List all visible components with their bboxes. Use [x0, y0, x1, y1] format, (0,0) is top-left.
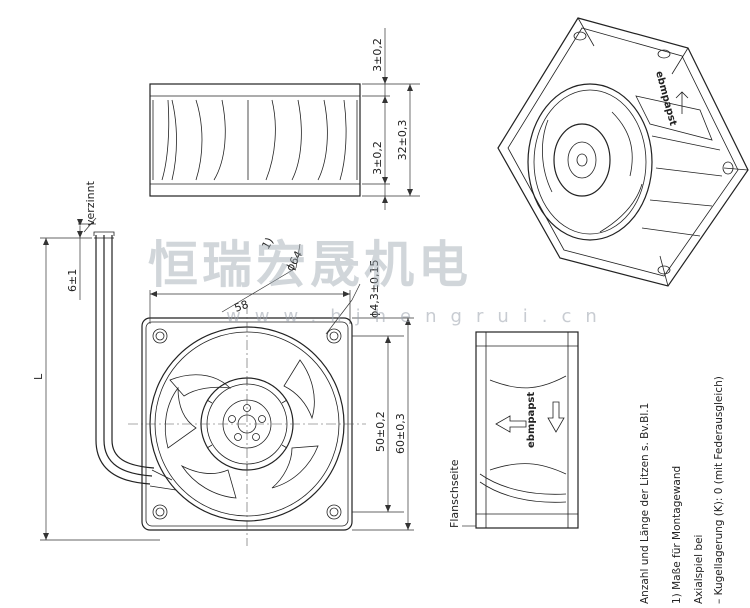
dim-60: 60±0,3 [394, 413, 407, 454]
note-2: 1) Maße für Montagewand [671, 466, 683, 604]
dim-32: 32±0,3 [396, 120, 409, 161]
note-3: Axialspiel bei [693, 535, 705, 604]
brand-label-iso: ebmpapst [653, 70, 678, 127]
dim-6: 6±1 [66, 269, 79, 292]
note-4: – Kugellagerung (K): 0 (mit Federausglei… [713, 376, 725, 604]
watermark-url: www.hjhengrui.cn [226, 306, 611, 327]
watermark-main: 恒瑞宏晟机电 [148, 236, 472, 294]
dim-58: 58 [233, 298, 251, 315]
isometric-view [497, 17, 749, 287]
front-view [40, 217, 414, 546]
dim-L: L [32, 373, 45, 380]
dim-3-top: 3±0,2 [371, 38, 384, 72]
verzinnt-label: verzinnt [84, 180, 97, 226]
dim-3-mid: 3±0,2 [371, 141, 384, 175]
flanschseite-label: Flanschseite [448, 459, 461, 528]
side-view-flange [462, 331, 579, 529]
dim-50: 50±0,2 [374, 411, 387, 452]
side-view [149, 28, 420, 210]
notes-block: Anzahl und Länge der Litzen s. Bv.Bl.1 1… [639, 376, 725, 604]
note-ref-1: 1) [259, 235, 276, 251]
brand-label-side: ebmpapst [526, 392, 537, 448]
dim-hole: ϕ4,3±0,15 [368, 260, 381, 318]
note-1: Anzahl und Länge der Litzen s. Bv.Bl.1 [639, 403, 651, 604]
